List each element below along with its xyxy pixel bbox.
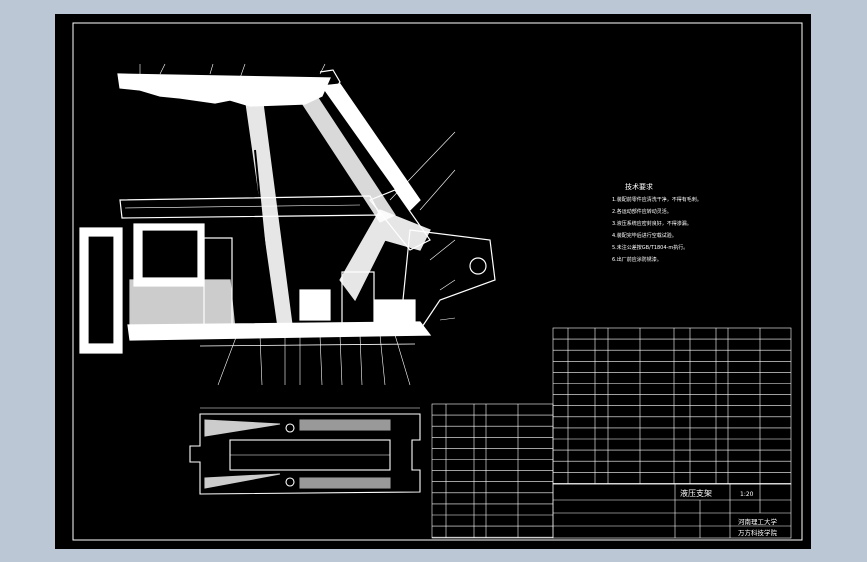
canopy-beam — [117, 73, 331, 107]
front-leg — [320, 83, 421, 211]
note-line: 1.装配前零件应清洗干净，不得有毛刺。 — [612, 196, 702, 203]
plan-view — [189, 407, 421, 495]
note-line: 5.未注公差按GB/T1804-m执行。 — [612, 244, 688, 251]
sheet-border — [72, 22, 803, 541]
college-name: 万方科技学院 — [738, 528, 778, 537]
note-line: 2.各运动部件应转动灵活。 — [612, 208, 672, 215]
technical-notes: 技术要求 1.装配前零件应清洗干净，不得有毛刺。 2.各运动部件应转动灵活。 3… — [612, 182, 702, 263]
parts-list-left — [431, 403, 554, 539]
main-elevation-view — [79, 63, 496, 386]
support-arm — [119, 195, 381, 219]
notes-title: 技术要求 — [625, 182, 653, 191]
title-block — [552, 483, 792, 539]
parts-list-right — [552, 327, 792, 485]
note-line: 3.液压系统应密封良好，不得渗漏。 — [612, 220, 692, 227]
drawing-title: 液压支架 — [680, 488, 712, 498]
note-line: 6.出厂前应涂防锈漆。 — [612, 256, 662, 263]
drawing-scale: 1:20 — [740, 491, 754, 498]
note-line: 4.装配完毕后进行空载试验。 — [612, 232, 677, 239]
plan-outline — [189, 413, 421, 495]
lemniscate-link — [339, 209, 431, 302]
university-name: 河南理工大学 — [738, 517, 778, 526]
